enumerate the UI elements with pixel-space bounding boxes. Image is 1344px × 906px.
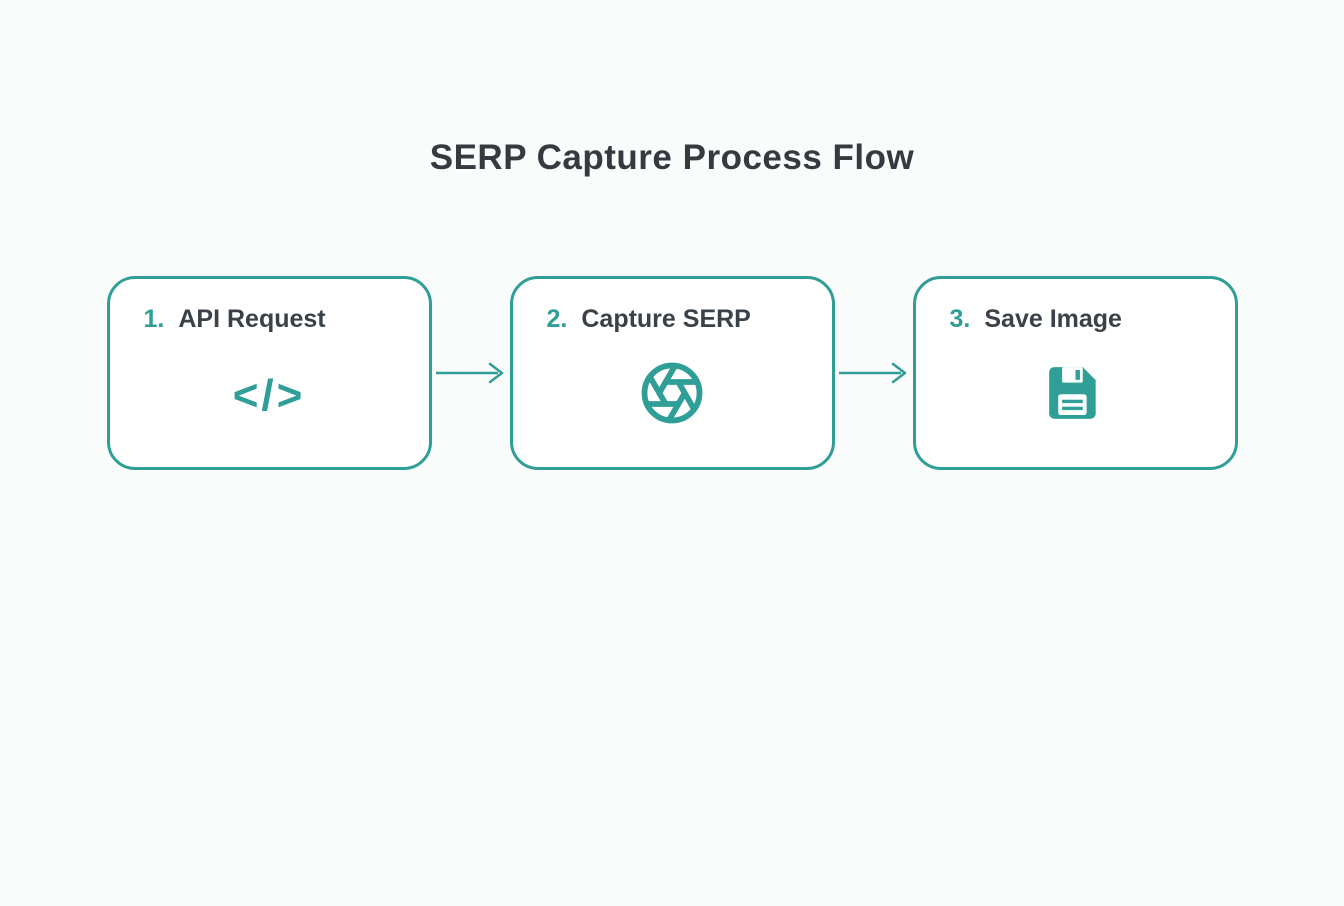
step-icon-area — [513, 334, 832, 449]
step-label: Capture SERP — [581, 305, 751, 333]
diagram-canvas: SERP Capture Process Flow 1. API Request… — [0, 138, 1344, 906]
step-icon-area: </> — [110, 334, 429, 449]
step-header: 3. Save Image — [916, 305, 1235, 334]
step-number: 1. — [143, 305, 165, 333]
code-icon: </> — [232, 370, 306, 420]
page-title: SERP Capture Process Flow — [429, 138, 915, 177]
step-header: 1. API Request — [110, 305, 429, 334]
step-box-save-image: 3. Save Image — [912, 276, 1238, 470]
step-label: Save Image — [984, 305, 1122, 333]
step-box-api-request: 1. API Request </> — [106, 276, 432, 470]
flow-arrow-icon — [835, 360, 913, 386]
flow-arrow-icon — [432, 360, 510, 386]
floppy-disk-icon — [1044, 362, 1106, 429]
step-label: API Request — [178, 305, 326, 333]
step-number: 2. — [546, 305, 568, 333]
step-header: 2. Capture SERP — [513, 305, 832, 334]
process-flow: 1. API Request </> 2. Capture SERP — [0, 276, 1344, 470]
aperture-icon — [639, 360, 705, 431]
step-number: 3. — [949, 305, 971, 333]
step-box-capture-serp: 2. Capture SERP — [509, 276, 835, 470]
step-icon-area — [916, 334, 1235, 449]
